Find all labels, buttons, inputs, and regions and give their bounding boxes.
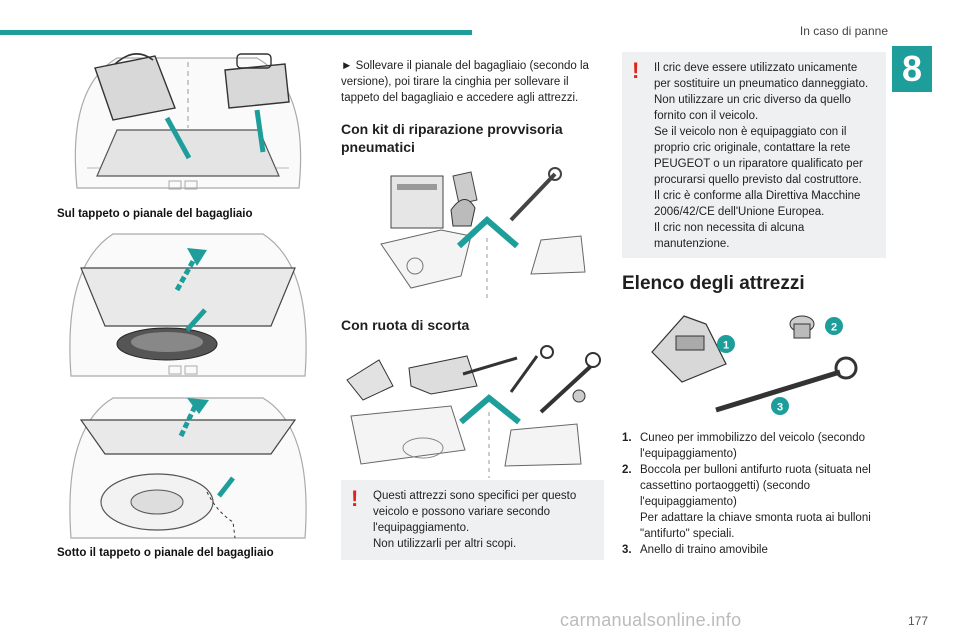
warning-text-1: Questi attrezzi sono specifici per quest… (373, 490, 577, 534)
tools-warning-box: ! Questi attrezzi sono specifici per que… (341, 480, 604, 560)
list-item: 2.Boccola per bulloni antifurto ruota (s… (622, 464, 871, 508)
jack-warning-4: Il cric è conforme alla Direttiva Macchi… (654, 190, 861, 218)
spare-wheel-tools-illustration (341, 340, 603, 480)
heading-tool-list: Elenco degli attrezzi (622, 273, 805, 294)
jack-warning-box: ! Il cric deve essere utilizzato unicame… (622, 52, 886, 258)
tool-list-illustration: 1 2 3 (622, 302, 886, 422)
list-item: 1.Cuneo per immobilizzo del veicolo (sec… (622, 432, 866, 460)
warning-icon: ! (632, 58, 640, 83)
callout-3: 3 (777, 402, 783, 414)
list-item: Per adattare la chiave smonta ruota ai b… (640, 512, 871, 540)
trunk-spare-wheel-illustration (57, 392, 319, 540)
callout-2: 2 (831, 322, 837, 334)
chapter-badge: 8 (892, 46, 932, 92)
jack-warning-3: Se il veicolo non è equipaggiato con il … (654, 126, 863, 186)
figure-caption-on-floor: Sul tappeto o pianale del bagagliaio (57, 208, 253, 220)
trunk-bags-illustration (57, 48, 319, 194)
section-title: In caso di panne (799, 24, 888, 38)
heading-repair-kit: Con kit di riparazione provvisoria pneum… (341, 121, 563, 155)
heading-spare-wheel: Con ruota di scorta (341, 317, 470, 333)
tool-list: 1.Cuneo per immobilizzo del veicolo (sec… (622, 430, 886, 558)
jack-warning-1: Il cric deve essere utilizzato unicament… (654, 62, 869, 90)
watermark: carmanualsonline.info (560, 610, 742, 630)
jack-warning-5: Il cric non necessita di alcuna manutenz… (654, 222, 805, 250)
header-accent-bar (0, 30, 472, 35)
warning-text-2: Non utilizzarli per altri scopi. (373, 538, 517, 550)
jack-warning-2: Non utilizzare un cric diverso da quello… (654, 94, 851, 122)
intro-instruction: ► Sollevare il pianale del bagagliaio (s… (341, 60, 589, 104)
callout-1: 1 (723, 340, 729, 352)
list-item: 3.Anello di traino amovibile (622, 544, 768, 556)
page-number: 177 (907, 614, 928, 628)
figure-caption-under-floor: Sotto il tappeto o pianale del bagagliai… (57, 547, 274, 559)
trunk-lift-floor-illustration (57, 226, 319, 378)
warning-icon: ! (351, 486, 359, 511)
repair-kit-tools-illustration (341, 160, 603, 300)
